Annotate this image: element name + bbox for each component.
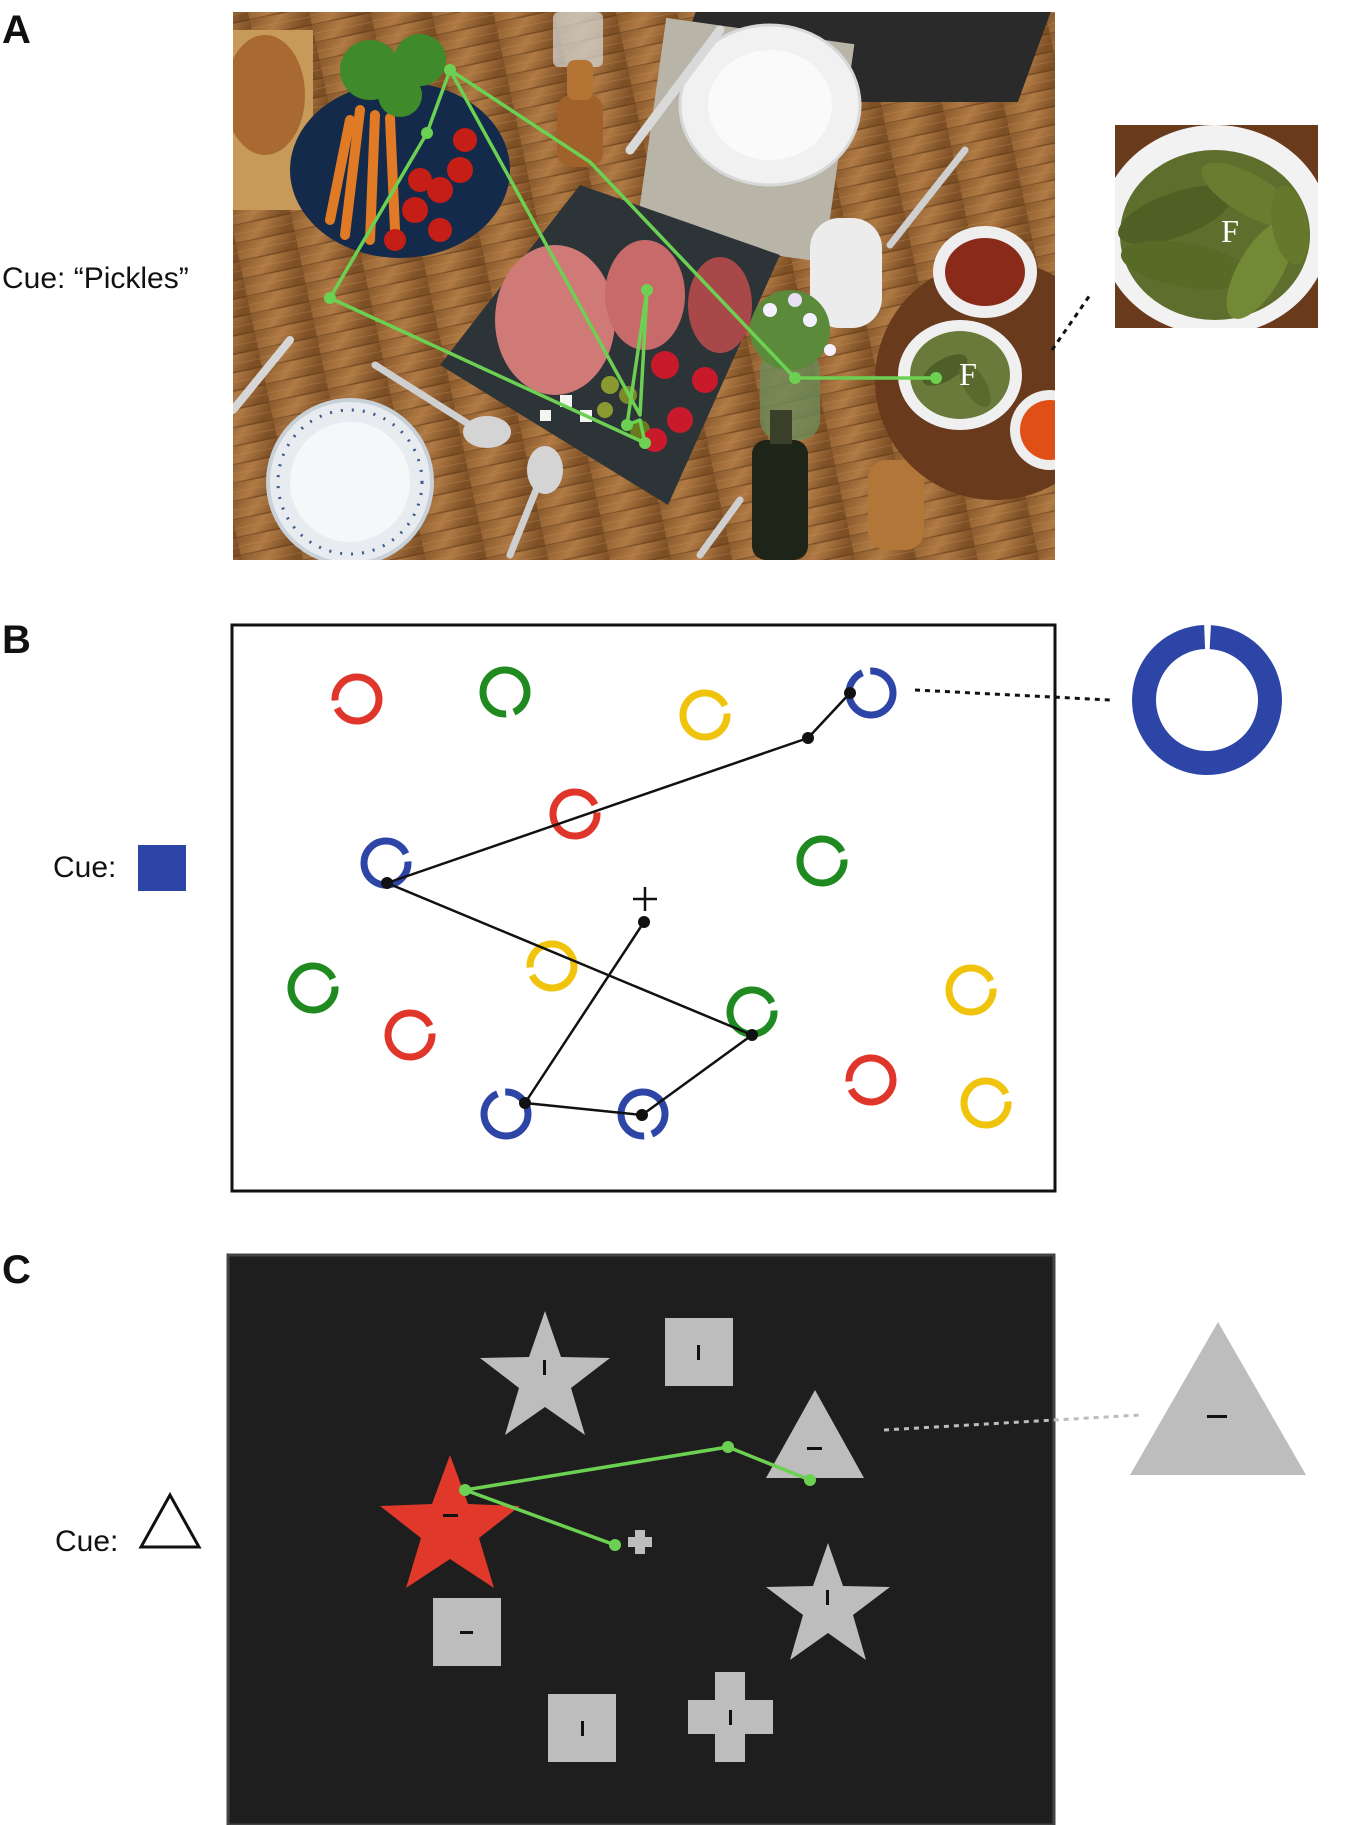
fork [886,146,969,249]
knife [625,25,725,155]
carrot-greens [340,34,446,117]
spoon-bottom-bowl [527,446,563,494]
spoon-bottom [506,476,544,559]
candle [810,218,882,328]
panel-c-fixations [459,1441,816,1551]
yellow-ring [960,1077,1012,1129]
red-ring [384,1009,436,1061]
panel-a-zoom-connector [1050,294,1092,351]
plate-pattern [276,408,424,556]
panel-c-shape-bars [443,1345,829,1736]
panel-b-frame [230,623,1057,1193]
red-star [380,1455,520,1588]
panel-c-fixation-cross [628,1530,652,1554]
bottom-plate-inner [290,422,410,542]
peppers-bowl-right [1010,390,1055,470]
sun-dried-tomatoes-bowl [933,226,1037,318]
panel-a-cue-label: Cue: “Pickles” [2,262,189,295]
panel-b-fixations [381,687,856,1121]
panel-b-cue-swatch [138,845,186,891]
red-ring [331,673,383,725]
yellow-ring [945,964,997,1016]
yellow-ring [679,689,731,741]
panel-b-zoom-connector [914,688,1111,702]
top-plate-inner [708,50,832,160]
red-ring [549,788,601,840]
green-ring [287,962,339,1014]
bottle-neck [770,410,792,444]
pickles-bowl [898,320,1022,430]
oil-bottle [752,440,808,560]
panel-c-zoomed-triangle [1130,1322,1306,1475]
panel-a-target-label: F [959,356,977,392]
panel-b-zoomed-ring [1132,625,1282,775]
salt-mill [868,460,924,550]
red-ring [845,1054,897,1106]
cured-meats [495,240,752,395]
panel-a-photo [233,12,1055,560]
knife-left [233,336,294,414]
panel-c-cue-triangle [138,1491,202,1549]
panel-b-fixation-cross [633,887,657,911]
spoon-left [371,361,474,429]
gray-cross [688,1672,773,1762]
panel-b-label: B [2,618,31,662]
green-ring [796,835,848,887]
water-glass [553,12,603,67]
bread [233,35,305,155]
panel-a-gaze-path [328,68,936,445]
panel-c-cue-label: Cue: [55,1525,119,1558]
panel-b-cue-label: Cue: [53,851,117,884]
gray-triangle-target [766,1390,864,1478]
panel-c-label: C [2,1248,31,1292]
panel-a-zoom-label: F [1221,213,1239,249]
panel-a-fixations [324,64,942,449]
fork-bottom [696,496,744,559]
panel-c-zoom-connector [883,1413,1141,1432]
blue-ring [480,1088,532,1140]
panel-a-zoom-inset [1115,125,1318,328]
panel-c-gaze-path [463,1445,811,1547]
stuffed-peppers [643,351,718,452]
tomatoes [384,128,477,251]
panel-b-rings [287,666,1012,1140]
green-ring [479,666,531,718]
panel-a-label: A [2,8,31,52]
yellow-ring [526,940,578,992]
carrots [325,105,400,245]
blue-ring [617,1088,669,1140]
spoon-left-bowl [463,416,511,448]
